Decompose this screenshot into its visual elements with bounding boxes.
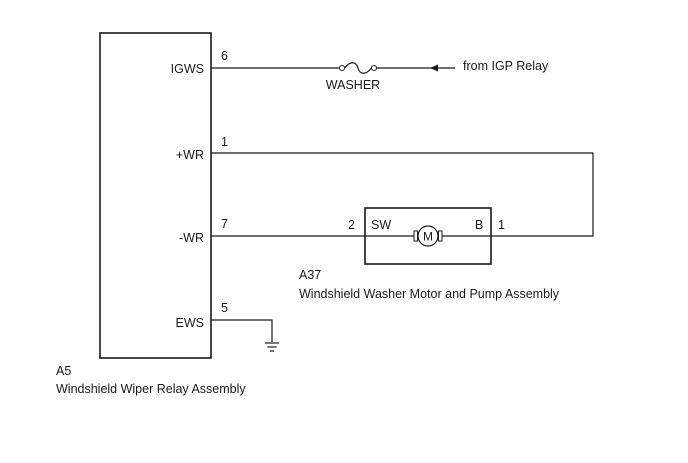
relay-box	[99, 32, 212, 359]
pin-number-5: 5	[221, 301, 228, 315]
pin-label-igws: IGWS	[171, 62, 204, 76]
motor-icon: M	[365, 225, 491, 247]
fuse-label: WASHER	[326, 78, 380, 92]
arrow-left-icon	[430, 64, 438, 72]
source-label: from IGP Relay	[463, 59, 549, 73]
relay-connector-label: A5	[56, 364, 71, 378]
pin-label-plus-wr: +WR	[176, 148, 204, 162]
motor-pin-number-2: 2	[348, 218, 355, 232]
plus-wr-wire	[211, 152, 594, 237]
motor-pin-label-sw: SW	[371, 218, 391, 232]
motor-pin-label-b: B	[475, 218, 483, 232]
fuse-terminal-left	[339, 65, 345, 71]
ews-wire	[211, 319, 273, 342]
pin-number-6: 6	[221, 49, 228, 63]
ground-icon	[265, 342, 279, 352]
motor-name-label: Windshield Washer Motor and Pump Assembl…	[299, 287, 560, 301]
pin-label-minus-wr: -WR	[179, 231, 204, 245]
motor-symbol-label: M	[423, 230, 433, 244]
pin-number-1: 1	[221, 135, 228, 149]
pin-label-ews: EWS	[176, 316, 204, 330]
motor-connector-label: A37	[299, 268, 321, 282]
relay-name-label: Windshield Wiper Relay Assembly	[56, 382, 246, 396]
pin-number-7: 7	[221, 217, 228, 231]
fuse-terminal-right	[371, 65, 377, 71]
motor-pin-number-1: 1	[498, 218, 505, 232]
fuse-icon	[344, 62, 372, 74]
